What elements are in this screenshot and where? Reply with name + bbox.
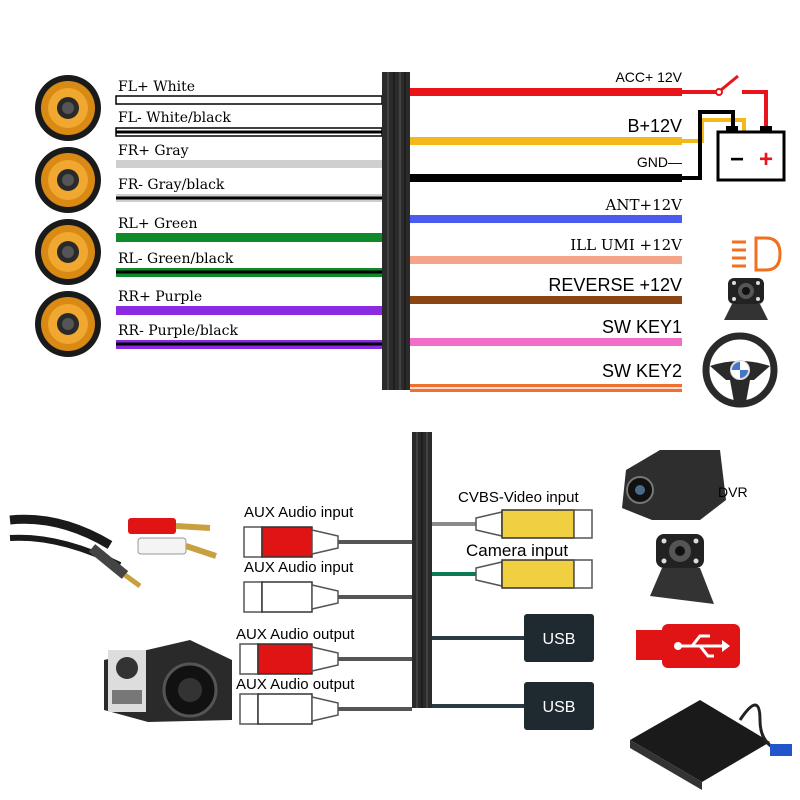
power-wire-label: SW KEY1 (602, 317, 682, 337)
usb-port-label: USB (543, 699, 576, 716)
speaker-wire: FR- Gray/black (116, 177, 382, 202)
usb-port: USB (432, 614, 594, 662)
speaker-wire-label: FR- Gray/black (118, 177, 225, 193)
usb-port-label: USB (543, 631, 576, 648)
speaker-wire-label: FL+ White (118, 79, 195, 95)
rca-cable-icon (9, 514, 217, 589)
speaker-wire-label: RL+ Green (118, 216, 197, 232)
power-wire-label: REVERSE +12V (548, 275, 682, 295)
speaker-wire-label: FL- White/black (118, 110, 231, 126)
power-wire-label: B+12V (627, 116, 682, 136)
power-wire-label: ILL UMI +12V (570, 236, 683, 254)
battery-wires (682, 110, 746, 180)
speaker-icon (35, 75, 101, 141)
speaker-icon (35, 219, 101, 285)
speaker-icons (35, 75, 101, 357)
subwoofer-icon (104, 640, 232, 722)
power-wire: ANT+12V (410, 196, 683, 223)
power-wire: B+12V (410, 116, 682, 145)
usb-port: USB (432, 682, 594, 730)
video-connector-label: CVBS-Video input (458, 489, 579, 506)
steering-wheel-icon (702, 332, 778, 408)
power-wire: GND— (410, 154, 682, 182)
speaker-icon (35, 291, 101, 357)
speaker-wire: FL- White/black (115, 110, 383, 137)
speaker-wire-label: RL- Green/black (118, 251, 234, 267)
speaker-icon (35, 147, 101, 213)
power-wire: ACC+ 12V (410, 69, 683, 96)
usb-stick-icon (636, 624, 740, 668)
power-wire-label: GND— (637, 154, 682, 170)
aux-connector-label: AUX Audio output (236, 626, 355, 643)
aux-connector-label: AUX Audio output (236, 676, 355, 693)
speaker-wire-label: RR- Purple/black (118, 323, 238, 339)
aux-connector: AUX Audio output (236, 626, 412, 675)
acc-switch-icon (682, 74, 768, 132)
harness-bundle (382, 72, 410, 390)
harness-bundle (412, 432, 432, 708)
headlight-icon (732, 236, 782, 272)
power-wire: REVERSE +12V (410, 275, 682, 304)
speaker-wire: FL+ White (115, 79, 383, 105)
battery-icon: − + (716, 126, 786, 182)
power-wire: SW KEY2 (410, 361, 682, 392)
aux-connector: AUX Audio input (243, 559, 412, 613)
speaker-wire: RL+ Green (116, 216, 382, 242)
speaker-wire: FR+ Gray (116, 143, 382, 168)
power-wire-label: ANT+12V (605, 196, 684, 214)
dvr-icon: DVR (622, 450, 748, 520)
backup-camera-icon (650, 534, 714, 604)
aux-connector-label: AUX Audio input (244, 559, 354, 576)
speaker-wire-label: RR+ Purple (118, 289, 202, 305)
camera-connector: Camera input (432, 541, 593, 589)
speaker-wire: RR+ Purple (116, 289, 382, 315)
battery-minus: − (730, 146, 744, 173)
dvr-label: DVR (718, 484, 748, 500)
aux-connector: AUX Audio input (243, 504, 412, 558)
hard-drive-icon (630, 700, 792, 790)
power-wire-label: SW KEY2 (602, 361, 682, 381)
aux-connector-label: AUX Audio input (244, 504, 354, 521)
speaker-wire: RL- Green/black (116, 251, 382, 277)
video-connector: CVBS-Video input (432, 489, 593, 539)
aux-connector: AUX Audio output (236, 676, 412, 725)
battery-plus: + (759, 146, 773, 173)
power-wire: ILL UMI +12V (410, 236, 683, 264)
speaker-wire-label: FR+ Gray (118, 143, 189, 159)
reverse-camera-icon (724, 278, 768, 320)
camera-connector-label: Camera input (466, 541, 568, 560)
speaker-wire: RR- Purple/black (116, 323, 382, 349)
power-wire: SW KEY1 (410, 317, 682, 346)
power-wire-label: ACC+ 12V (615, 69, 682, 85)
